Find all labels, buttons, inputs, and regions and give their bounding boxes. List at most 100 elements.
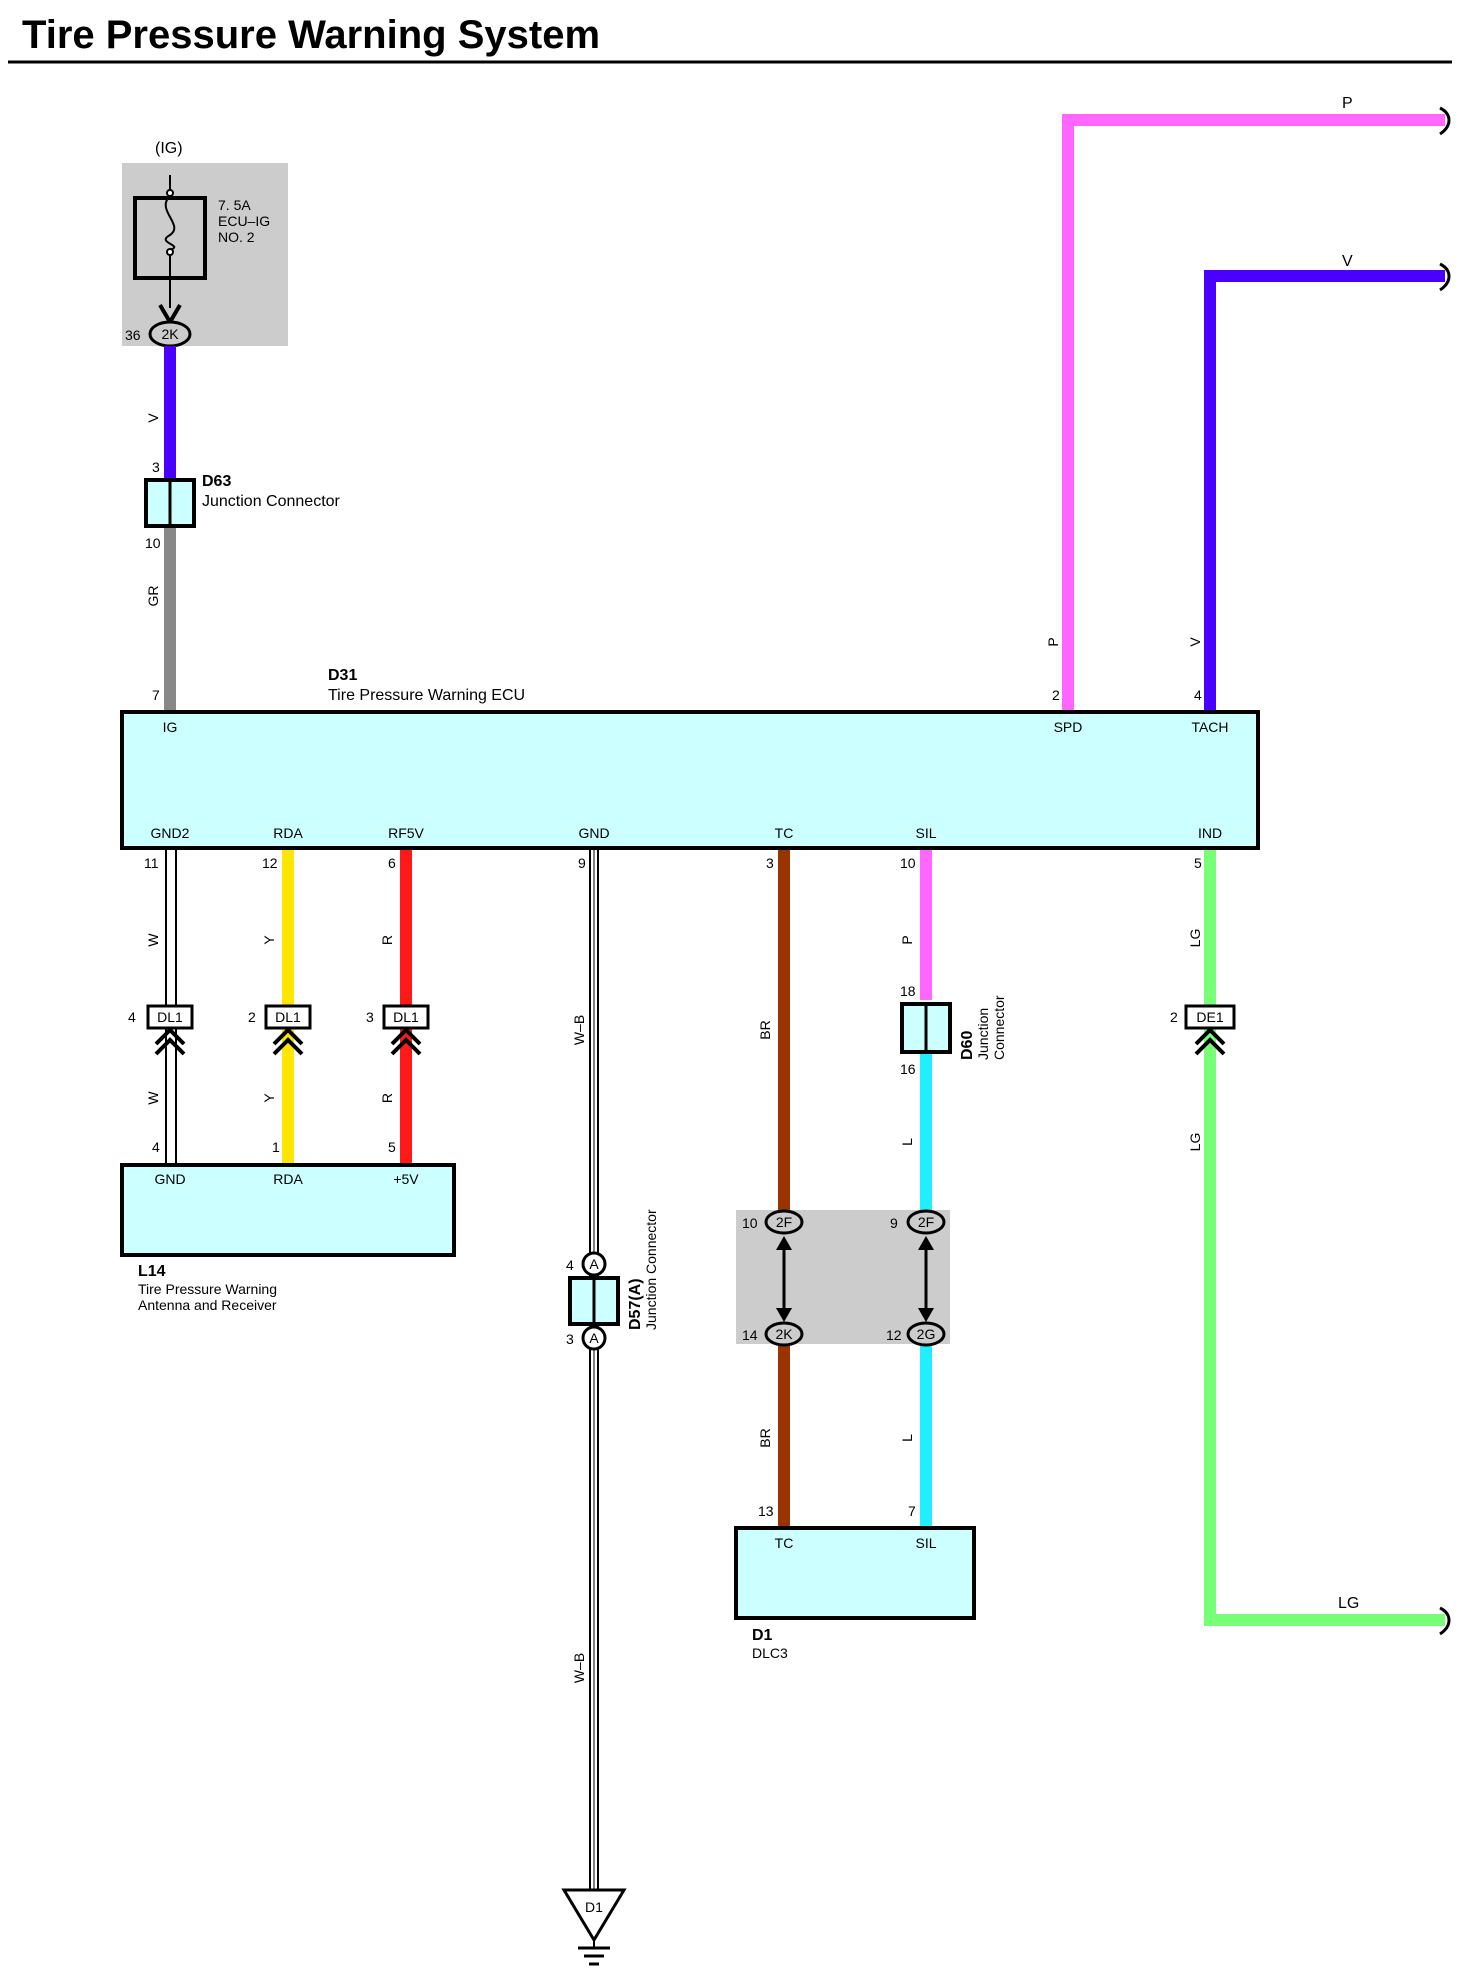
offpage-arrow-icon: [1439, 262, 1451, 292]
de1-name: DE1: [1196, 1009, 1223, 1025]
d60-name-2: Connector: [991, 995, 1007, 1060]
page-title: Tire Pressure Warning System: [22, 13, 600, 57]
wire-label: R: [379, 935, 395, 945]
wire-label: W–B: [571, 1015, 587, 1045]
ecu-id: D31: [328, 667, 357, 684]
d60-pin-bot: 16: [900, 1061, 916, 1077]
l14-pin-num: 1: [272, 1139, 280, 1155]
jb-conn-id: 2F: [776, 1214, 792, 1230]
dl1-pin: 4: [128, 1009, 136, 1025]
ecu-pin-num: 11: [144, 855, 159, 871]
d60-id: D60: [959, 1031, 976, 1060]
dl1-pin: 3: [366, 1009, 374, 1025]
d57-mark: A: [589, 1256, 599, 1272]
wire-label: Y: [261, 935, 277, 945]
jb-pin: 14: [742, 1327, 758, 1343]
dl1-connector: [264, 1004, 312, 1056]
wire-tc-brown: [778, 848, 790, 1528]
d1-id: D1: [752, 1627, 773, 1644]
jb-pin: 10: [742, 1215, 758, 1231]
d57-pin-bot: 3: [566, 1331, 574, 1347]
ecu-pin-num: 5: [1194, 855, 1202, 871]
ecu-pin-num: 3: [766, 855, 774, 871]
wire-label: W: [145, 933, 161, 947]
l14-pin-num: 5: [388, 1139, 396, 1155]
offpage-arrow-icon: [1439, 1606, 1451, 1636]
wire-ind-green: [1204, 848, 1445, 1626]
dl1-name: DL1: [275, 1009, 301, 1025]
ecu-pin-label: GND: [578, 825, 609, 841]
dl1-name: DL1: [157, 1009, 183, 1025]
wire-ig-gray: [164, 526, 176, 712]
ecu-pin-label: TC: [775, 825, 794, 841]
d1-pin-num: 7: [908, 1503, 916, 1519]
ecu-pin-num: 9: [578, 855, 586, 871]
offpage-label-p: P: [1342, 95, 1353, 112]
d57-terminal-top: [581, 1251, 607, 1277]
fuse-pin-num: 36: [125, 327, 141, 343]
l14-body: [120, 1163, 456, 1257]
d63-pin-bot: 10: [145, 535, 161, 551]
de1-pin: 2: [1170, 1009, 1178, 1025]
jb-connector-tag: [764, 1209, 804, 1235]
ecu-body: [120, 710, 1260, 850]
wire-sil-pink: [920, 848, 932, 1000]
fuse-supply-label: (IG): [155, 140, 183, 157]
l14-pin-label: RDA: [273, 1171, 303, 1187]
d63-id: D63: [202, 473, 231, 490]
jb-connector-tag: [906, 1321, 946, 1347]
jb-conn-id: 2G: [917, 1326, 936, 1342]
connector-chevron-icon: [272, 1027, 304, 1056]
d1-dlc3-body: [734, 1526, 976, 1620]
wire-label: R: [379, 1093, 395, 1103]
ecu-pin-label: RDA: [273, 825, 303, 841]
wire-label: L: [899, 1434, 915, 1442]
connector-chevron-icon: [1194, 1027, 1226, 1056]
l14-id: L14: [138, 1263, 166, 1280]
d1-pin-label: TC: [775, 1535, 794, 1551]
l14-pin-label: +5V: [393, 1171, 419, 1187]
wire-spd-pink: [1062, 114, 1445, 712]
d60-name-1: Junction: [975, 1008, 991, 1060]
jb-double-arrow-icon: [776, 1236, 792, 1322]
wire-label: LG: [1187, 1133, 1203, 1152]
wire-label: V: [145, 413, 161, 423]
ecu-pin-num: 7: [152, 687, 160, 703]
ecu-pin-label: IG: [163, 719, 178, 735]
fuse-rating: 7. 5A: [218, 197, 251, 213]
wire-ig-violet: [164, 346, 176, 480]
ecu-pin-num: 2: [1052, 687, 1060, 703]
ecu-pin-label: SPD: [1054, 719, 1083, 735]
d57-mark: A: [589, 1330, 599, 1346]
jb-connector-tag: [764, 1321, 804, 1347]
dl1-name: DL1: [393, 1009, 419, 1025]
ecu-pin-label: RF5V: [388, 825, 424, 841]
jb-double-arrow-icon: [918, 1236, 934, 1322]
wire-label: P: [899, 935, 915, 944]
dl1-connector: [382, 1004, 430, 1056]
offpage-label-lg: LG: [1338, 1595, 1359, 1612]
wire-label: LG: [1187, 929, 1203, 948]
l14-pin-label: GND: [154, 1171, 185, 1187]
l14-name-2: Antenna and Receiver: [138, 1297, 277, 1313]
wire-label: BR: [757, 1428, 773, 1447]
d57-id: D57(A): [627, 1278, 644, 1330]
l14-pin-num: 4: [152, 1139, 160, 1155]
ground-symbol-icon: [561, 1888, 627, 1943]
ecu-pin-label: TACH: [1191, 719, 1228, 735]
wire-label: Y: [261, 1093, 277, 1103]
d60-pin-top: 18: [900, 983, 916, 999]
fuse-icon: [164, 175, 176, 308]
ecu-name: Tire Pressure Warning ECU: [328, 687, 525, 704]
dl1-connector: [146, 1004, 194, 1056]
fuse-connector-id: 2K: [161, 326, 179, 342]
jb-pin: 12: [886, 1327, 902, 1343]
offpage-label-v: V: [1342, 253, 1353, 270]
wire-label: BR: [757, 1020, 773, 1039]
dl1-pin: 2: [248, 1009, 256, 1025]
ecu-pin-num: 6: [388, 855, 396, 871]
ecu-pin-label: GND2: [151, 825, 190, 841]
ground-label: D1: [585, 1899, 603, 1915]
ecu-pin-num: 10: [900, 855, 916, 871]
